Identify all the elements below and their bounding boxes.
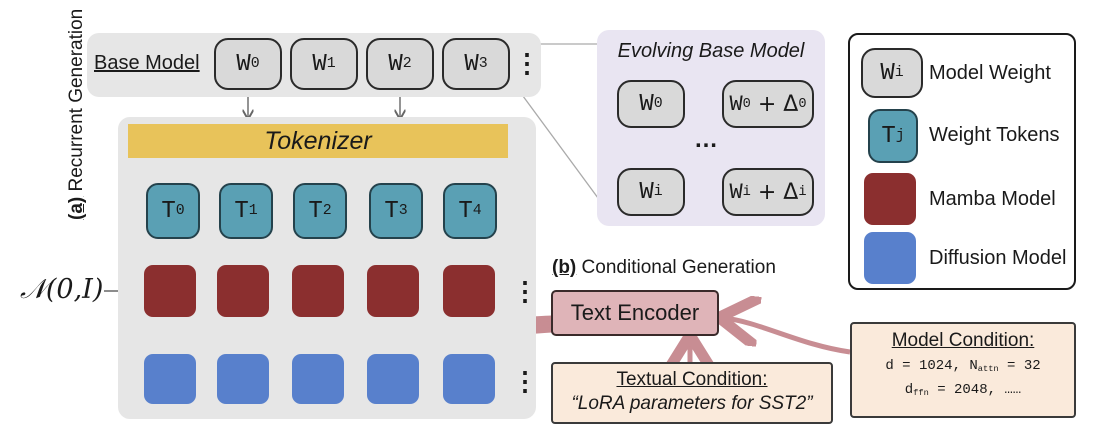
diffusion-block: [292, 354, 344, 404]
mamba-block: [144, 265, 196, 317]
textual-condition-title: Textual Condition:: [616, 369, 768, 390]
mamba-block: [443, 265, 495, 317]
diffusion-block: [217, 354, 269, 404]
legend-diffusion-label: Diffusion Model: [929, 247, 1067, 269]
tokenizer-bar: Tokenizer: [128, 124, 508, 158]
mamba-block: [217, 265, 269, 317]
noise-input-label: 𝒩(0,I): [20, 274, 104, 305]
legend-weight-token-label: Weight Tokens: [929, 124, 1060, 146]
tokenizer-label: Tokenizer: [264, 126, 372, 155]
evolving-title: Evolving Base Model: [617, 40, 805, 62]
text-encoder-box: Text Encoder: [551, 290, 719, 336]
textual-condition-box: Textual Condition: “LoRA parameters for …: [551, 362, 833, 424]
diffusion-block: [443, 354, 495, 404]
model-condition-box: Model Condition: d = 1024, Nattn = 32 df…: [850, 322, 1076, 418]
mamba-block: [367, 265, 419, 317]
legend-mamba-icon: [864, 173, 916, 225]
base-model-label: Base Model: [94, 52, 200, 74]
section-b-title: (b) Conditional Generation: [552, 257, 776, 279]
arrow-model-cond-to-encoder: [724, 318, 851, 355]
section-a-label: Recurrent Generation: [66, 8, 87, 192]
section-b-tag: (b): [552, 257, 577, 278]
legend-diffusion-icon: [864, 232, 916, 284]
mamba-block: [292, 265, 344, 317]
diffusion-block: [144, 354, 196, 404]
legend-box: [848, 33, 1076, 290]
base-model-dots: ⋮: [514, 48, 540, 78]
legend-mamba-label: Mamba Model: [929, 188, 1056, 210]
section-a-tag: (a): [66, 196, 87, 220]
zoom-line-bottom: [519, 91, 599, 199]
evolving-ellipsis: …: [694, 126, 718, 153]
mamba-row-dots: ⋮: [512, 276, 538, 306]
section-b-label: Conditional Generation: [581, 257, 776, 278]
model-condition-line2: dffn = 2048, ……: [904, 382, 1022, 399]
diffusion-row-dots: ⋮: [512, 366, 538, 396]
legend-model-weight-label: Model Weight: [929, 62, 1051, 84]
textual-condition-text: “LoRA parameters for SST2”: [571, 393, 813, 414]
model-condition-title: Model Condition:: [891, 330, 1035, 351]
text-encoder-label: Text Encoder: [570, 300, 700, 325]
diffusion-block: [367, 354, 419, 404]
model-condition-line1: d = 1024, Nattn = 32: [885, 358, 1041, 375]
